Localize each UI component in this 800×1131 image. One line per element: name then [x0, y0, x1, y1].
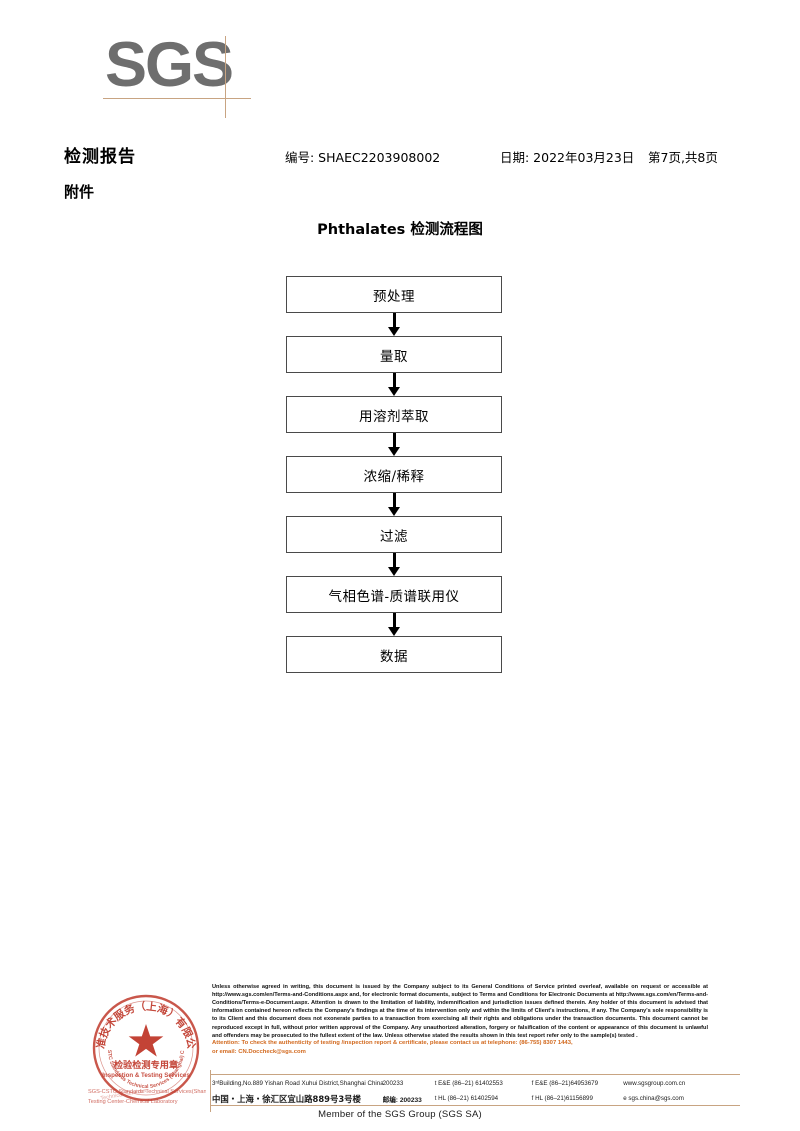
flow-step-3: 用溶剂萃取: [286, 396, 502, 433]
logo-horizontal-rule: [103, 98, 251, 99]
flow-step-2: 量取: [286, 336, 502, 373]
contact-block: 3ʳᵈBuilding,No.889 Yishan Road Xuhui Dis…: [212, 1076, 740, 1106]
telephone-hl: t HL (86–21) 61402594: [434, 1095, 499, 1102]
flowchart: 预处理 量取 用溶剂萃取 浓缩/稀释 过滤 气相色谱-质谱联用仪 数据: [286, 276, 504, 673]
zip-en: 200233: [382, 1080, 404, 1087]
logo-vertical-rule: [225, 36, 226, 118]
telephone-ee: t E&E (86–21) 61402553: [434, 1080, 503, 1087]
arrow-head: [388, 567, 400, 576]
arrow-shaft: [393, 433, 396, 449]
flow-step-4: 浓缩/稀释: [286, 456, 502, 493]
address-cn: 中国・上海・徐汇区宜山路889号3号楼: [212, 1093, 361, 1104]
svg-text:检验检测专用章: 检验检测专用章: [114, 1059, 178, 1071]
attention-line-1: Attention: To check the authenticity of …: [212, 1040, 573, 1046]
document-footer: 标准技术服务（上海）有限公司 SGS-CSTC Standards Techni…: [0, 975, 800, 1131]
flow-step-label: 浓缩/稀释: [363, 468, 425, 485]
arrow-shaft: [393, 613, 396, 629]
star-icon: [128, 1024, 164, 1057]
flow-arrow-6-7: [286, 613, 502, 636]
flow-step-label: 量取: [380, 348, 408, 365]
flow-step-1: 预处理: [286, 276, 502, 313]
arrow-shaft: [393, 553, 396, 569]
flow-arrow-5-6: [286, 553, 502, 576]
flow-step-label: 预处理: [373, 288, 415, 305]
flow-arrow-3-4: [286, 433, 502, 456]
footer-rule-vertical: [210, 1070, 211, 1112]
svg-text:SGS-CSTC Standards Technical S: SGS-CSTC Standards Technical Services(Sh…: [88, 1089, 206, 1095]
email-address[interactable]: e sgs.china@sgs.com: [623, 1095, 684, 1102]
flow-arrow-2-3: [286, 373, 502, 396]
document-header: 检测报告 编号: SHAEC2203908002 日期: 2022年03月23日…: [0, 144, 800, 168]
sgs-logo-text: SGS: [105, 30, 234, 100]
svg-text:Testing Center-Chemical Labora: Testing Center-Chemical Laboratory: [88, 1099, 178, 1105]
zip-cn: 邮编: 200233: [382, 1096, 422, 1104]
flow-step-6: 气相色谱-质谱联用仪: [286, 576, 502, 613]
report-number: 编号: SHAEC2203908002: [285, 150, 441, 165]
attention-line-2: or email: CN.Doccheck@sgs.com: [212, 1048, 306, 1055]
flow-step-5: 过滤: [286, 516, 502, 553]
flow-step-label: 用溶剂萃取: [359, 408, 429, 425]
sgs-group-member-note: Member of the SGS Group (SGS SA): [318, 1109, 482, 1120]
address-en: 3ʳᵈBuilding,No.889 Yishan Road Xuhui Dis…: [212, 1080, 383, 1087]
arrow-head: [388, 507, 400, 516]
flow-step-label: 气相色谱-质谱联用仪: [328, 588, 460, 605]
footer-rule-top: [210, 1074, 740, 1075]
arrow-head: [388, 387, 400, 396]
company-seal-stamp: 标准技术服务（上海）有限公司 SGS-CSTC Standards Techni…: [86, 988, 206, 1108]
arrow-shaft: [393, 373, 396, 389]
page-title: 检测报告: [64, 147, 136, 167]
flow-step-label: 过滤: [380, 528, 408, 545]
footer-rule-bottom: [210, 1105, 740, 1106]
flow-arrow-4-5: [286, 493, 502, 516]
page-number: 第7页,共8页: [648, 150, 718, 165]
flowchart-title: Phthalates 检测流程图: [317, 222, 483, 238]
report-date: 日期: 2022年03月23日: [500, 150, 635, 165]
website-url[interactable]: www.sgsgroup.com.cn: [623, 1080, 686, 1087]
contact-row-cn: 中国・上海・徐汇区宜山路889号3号楼 邮编: 200233 t HL (86–…: [212, 1091, 740, 1106]
attention-notice: Attention: To check the authenticity of …: [212, 1039, 708, 1057]
flow-step-7: 数据: [286, 636, 502, 673]
flow-step-label: 数据: [380, 648, 408, 665]
fax-ee: f E&E (86–21)64953679: [531, 1080, 599, 1087]
arrow-head: [388, 327, 400, 336]
attachment-label: 附件: [64, 183, 95, 201]
arrow-head: [388, 447, 400, 456]
arrow-shaft: [393, 493, 396, 509]
arrow-shaft: [393, 313, 396, 329]
sgs-logo: SGS: [103, 34, 265, 120]
fax-hl: f HL (86–21)61156899: [531, 1095, 593, 1102]
legal-disclaimer: Unless otherwise agreed in writing, this…: [212, 984, 708, 1039]
seal-graphic: 标准技术服务（上海）有限公司 SGS-CSTC Standards Techni…: [86, 988, 206, 1105]
contact-row-en: 3ʳᵈBuilding,No.889 Yishan Road Xuhui Dis…: [212, 1076, 740, 1091]
flow-arrow-1-2: [286, 313, 502, 336]
arrow-head: [388, 627, 400, 636]
svg-text:Inspection & Testing Services: Inspection & Testing Services: [102, 1072, 190, 1079]
